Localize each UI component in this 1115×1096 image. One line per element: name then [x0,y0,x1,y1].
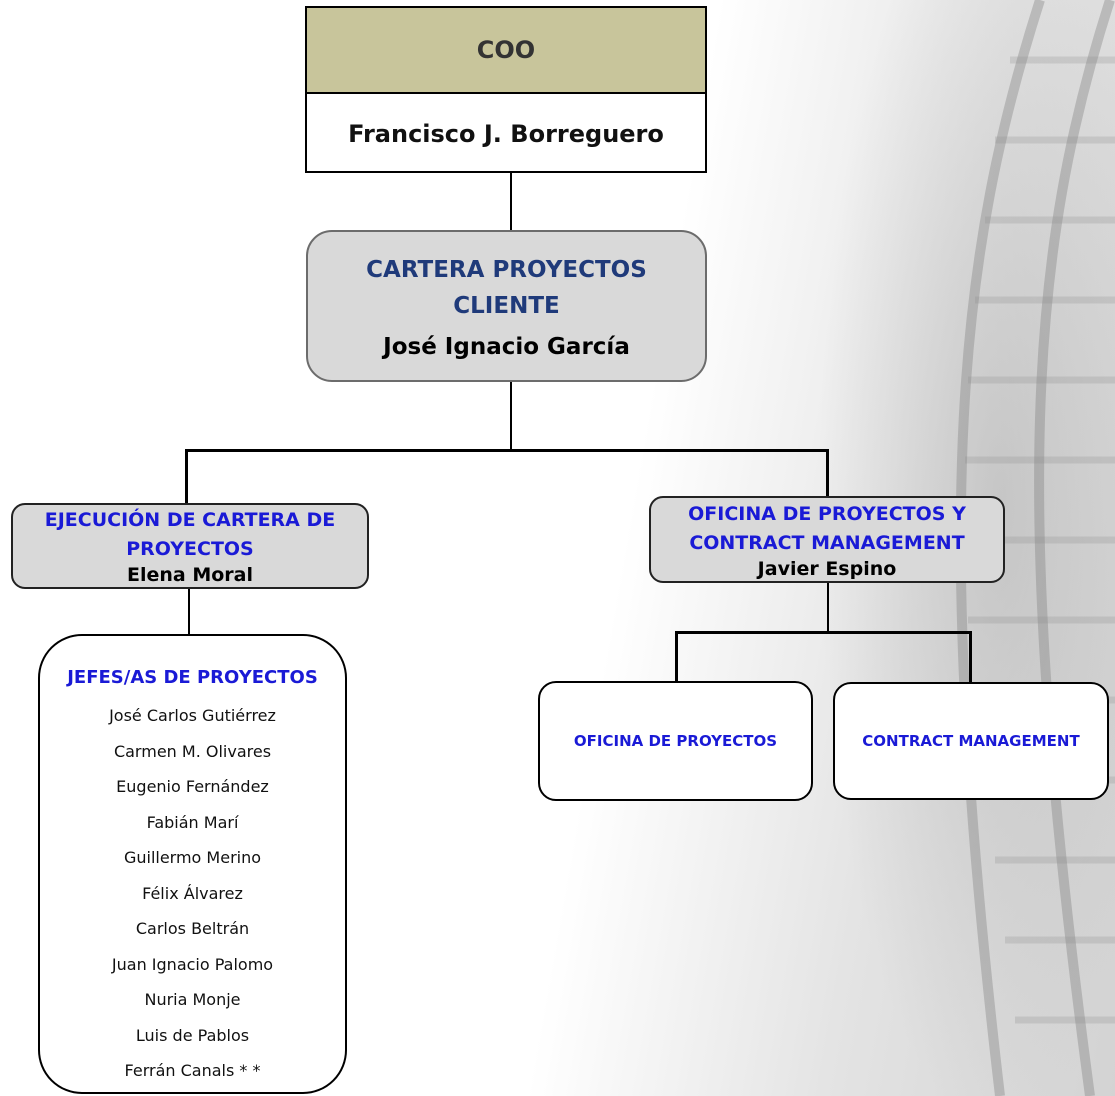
coo-title: COO [307,8,705,94]
oficina-name: Javier Espino [757,557,897,580]
jefes-title: JEFES/AS DE PROYECTOS [67,667,318,688]
jefes-list: José Carlos Gutiérrez Carmen M. Olivares… [40,698,345,1089]
list-item: Ferrán Canals * * [124,1061,261,1080]
list-item: Carmen M. Olivares [113,741,272,761]
list-item: Fabián Marí [146,812,239,832]
coo-node: COO Francisco J. Borreguero [305,6,707,173]
connector-horizontal-main [185,449,829,452]
oficina-node: OFICINA DE PROYECTOS Y CONTRACT MANAGEME… [649,496,1005,583]
coo-name: Francisco J. Borreguero [348,119,664,148]
connector-to-oficina [826,449,829,498]
oficina-title: OFICINA DE PROYECTOS Y CONTRACT MANAGEME… [688,502,966,554]
connector-to-ejecucion [185,449,188,505]
contract-management-node: CONTRACT MANAGEMENT [833,682,1109,800]
connector-ejecucion-jefes [188,589,190,635]
oficina-proyectos-label: OFICINA DE PROYECTOS [573,732,778,750]
connector-cartera-down [510,382,512,450]
cartera-name: José Ignacio García [383,334,630,360]
cartera-node: CARTERA PROYECTOS CLIENTE José Ignacio G… [306,230,707,382]
oficina-proyectos-node: OFICINA DE PROYECTOS [538,681,813,801]
connector-coo-cartera [510,173,512,231]
list-item: Carlos Beltrán [135,919,250,938]
connector-horizontal-oficina [675,631,972,634]
cartera-title: CARTERA PROYECTOS CLIENTE [366,257,647,319]
connector-to-contract [969,631,972,683]
ejecucion-node: EJECUCIÓN DE CARTERA DE PROYECTOS Elena … [11,503,369,589]
connector-to-oficina-proyectos [675,631,678,682]
jefes-node: JEFES/AS DE PROYECTOS José Carlos Gutiér… [38,634,347,1094]
list-item: Luis de Pablos [135,1025,250,1045]
ejecucion-name: Elena Moral [126,564,253,586]
list-item: José Carlos Gutiérrez [109,706,276,725]
list-item: Félix Álvarez [142,883,243,903]
contract-management-label: CONTRACT MANAGEMENT [862,732,1080,750]
list-item: Eugenio Fernández [116,777,269,796]
list-item: Guillermo Merino [123,848,262,867]
ejecucion-title: EJECUCIÓN DE CARTERA DE PROYECTOS [44,509,336,560]
connector-oficina-down [827,583,829,632]
list-item: Nuria Monje [144,990,241,1009]
list-item: Juan Ignacio Palomo [111,954,274,974]
